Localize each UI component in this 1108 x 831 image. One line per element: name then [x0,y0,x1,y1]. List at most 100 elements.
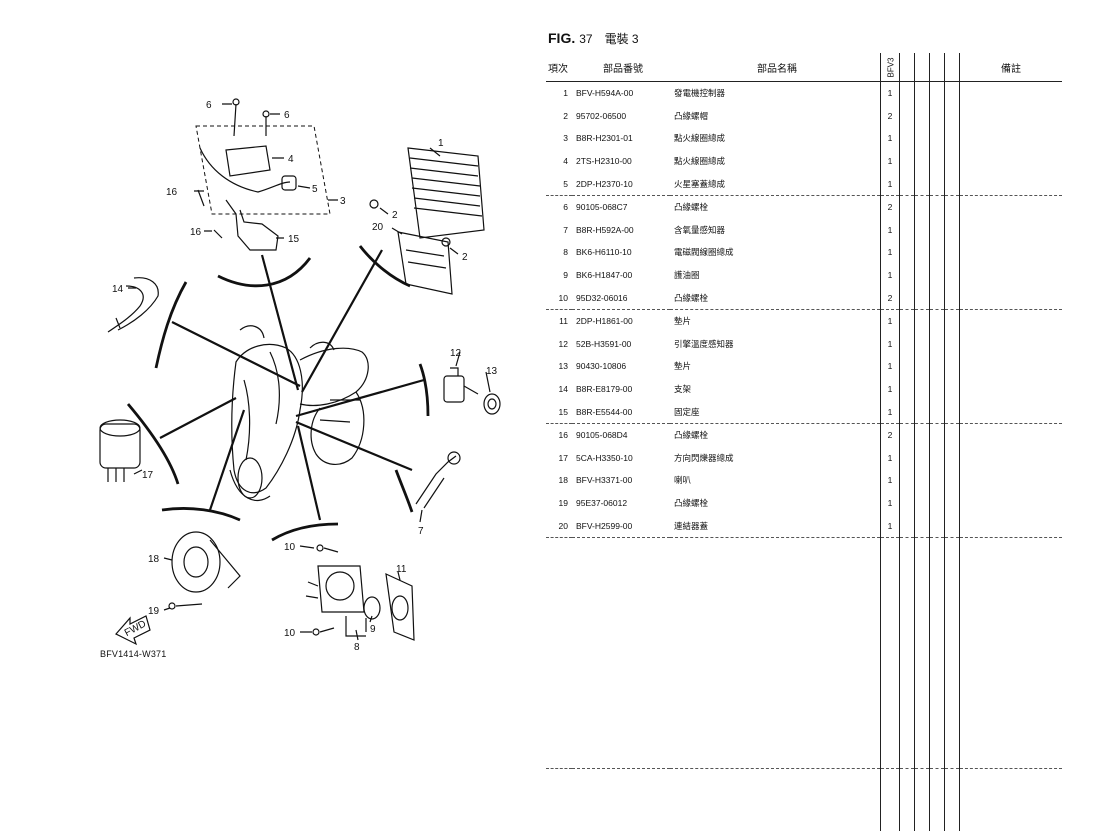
part-remarks [959,241,1062,264]
callout-8: 8 [354,642,360,653]
part-number: 52B-H3591-00 [576,338,632,349]
table-row: 13 90430-10806 墊片 1 [546,355,1062,378]
callout-12: 12 [450,348,462,359]
part-number: 2TS-H2310-00 [576,156,632,167]
callout-7: 7 [418,526,424,537]
part-index: 1 [563,88,568,99]
part-number: B8R-E5544-00 [572,400,670,424]
part-quantity: 1 [880,218,900,242]
part-number: BK6-H1847-00 [576,270,633,281]
figure-number: 37 [579,32,593,46]
part-index: 15 [546,400,572,424]
part-description: 引擎溫度感知器 [674,338,734,349]
callout-2a: 2 [392,210,398,221]
col-desc: 部品名稱 [670,53,881,82]
part-index: 20 [546,514,572,538]
part-quantity: 1 [880,446,900,470]
part-quantity: 2 [880,104,900,128]
callout-9: 9 [370,624,376,635]
part-quantity: 1 [880,355,900,378]
part-remarks [959,127,1062,150]
callout-16a: 16 [166,187,178,198]
part-description: 點火線圈總成 [674,156,726,167]
part-number: 90105-068C7 [576,202,628,213]
part-remarks [959,491,1062,515]
part-description: 發電機控制器 [674,88,726,99]
callout-1: 1 [438,138,444,149]
part-description: 墊片 [674,361,692,372]
part-remarks [959,218,1062,242]
part-number: B8R-H2301-01 [576,133,633,144]
callout-5: 5 [312,184,318,195]
part-remarks [959,355,1062,378]
part-quantity: 1 [880,514,900,538]
part-index: 10 [546,286,572,310]
callout-14: 14 [112,284,124,295]
part-description: 護油圈 [674,270,700,281]
part-remarks [959,469,1062,492]
part-remarks [959,286,1062,310]
callout-6a: 6 [206,100,212,111]
part-index: 19 [558,497,568,508]
callout-19: 19 [148,606,160,617]
part-quantity: 1 [880,241,900,264]
table-header-row: 項次 部品番號 部品名稱 BFV3 備註 [546,53,1062,82]
figure-section-title: 電裝 3 [604,32,639,46]
part-remarks [959,195,1062,219]
part-description: 凸緣螺栓 [670,286,881,310]
exploded-parts-diagram: 1 2 2 3 4 5 6 6 7 8 9 10 10 11 12 13 14 … [99,98,501,653]
empty-row [546,652,1062,769]
part-description: 點火線圈總成 [674,133,726,144]
callout-10a: 10 [284,542,296,553]
part-index: 17 [558,452,568,463]
callout-15: 15 [288,234,300,245]
part-index: 6 [563,202,568,213]
part-quantity: 1 [880,491,900,515]
part-description: 支架 [674,384,692,395]
part-quantity: 1 [880,400,900,424]
part-number: BFV-H594A-00 [576,88,634,99]
col-part-no: 部品番號 [572,53,670,82]
part-number: B8R-E8179-00 [576,384,633,395]
part-remarks [959,423,1062,447]
part-quantity: 1 [880,263,900,287]
part-index: 9 [563,270,568,281]
part-quantity: 1 [880,172,900,196]
part-quantity: 2 [880,286,900,310]
part-quantity: 1 [880,377,900,401]
empty-row [546,537,1062,653]
part-remarks [959,104,1062,128]
part-index: 7 [563,224,568,235]
part-index: 3 [563,133,568,144]
callout-labels: 1 2 2 3 4 5 6 6 7 8 9 10 10 11 12 13 14 … [112,100,498,653]
callout-20: 20 [372,222,384,233]
part-number: 90430-10806 [576,361,627,372]
part-number: BFV-H3371-00 [576,475,633,486]
part-number: 95E37-06012 [576,497,628,508]
part-index: 5 [546,172,572,196]
part-number: 90105-068D4 [576,430,628,441]
part-remarks [959,309,1062,333]
part-number: 5CA-H3350-10 [576,452,633,463]
part-index: 13 [558,361,568,372]
scooter-illustration [229,325,369,501]
figure-label: FIG. [548,30,576,46]
callout-6b: 6 [284,110,290,121]
part-number: B8R-H592A-00 [576,224,634,235]
part-quantity: 1 [880,309,900,333]
part-remarks [959,514,1062,538]
part-description: 凸緣螺栓 [674,202,709,213]
part-quantity: 1 [880,332,900,356]
